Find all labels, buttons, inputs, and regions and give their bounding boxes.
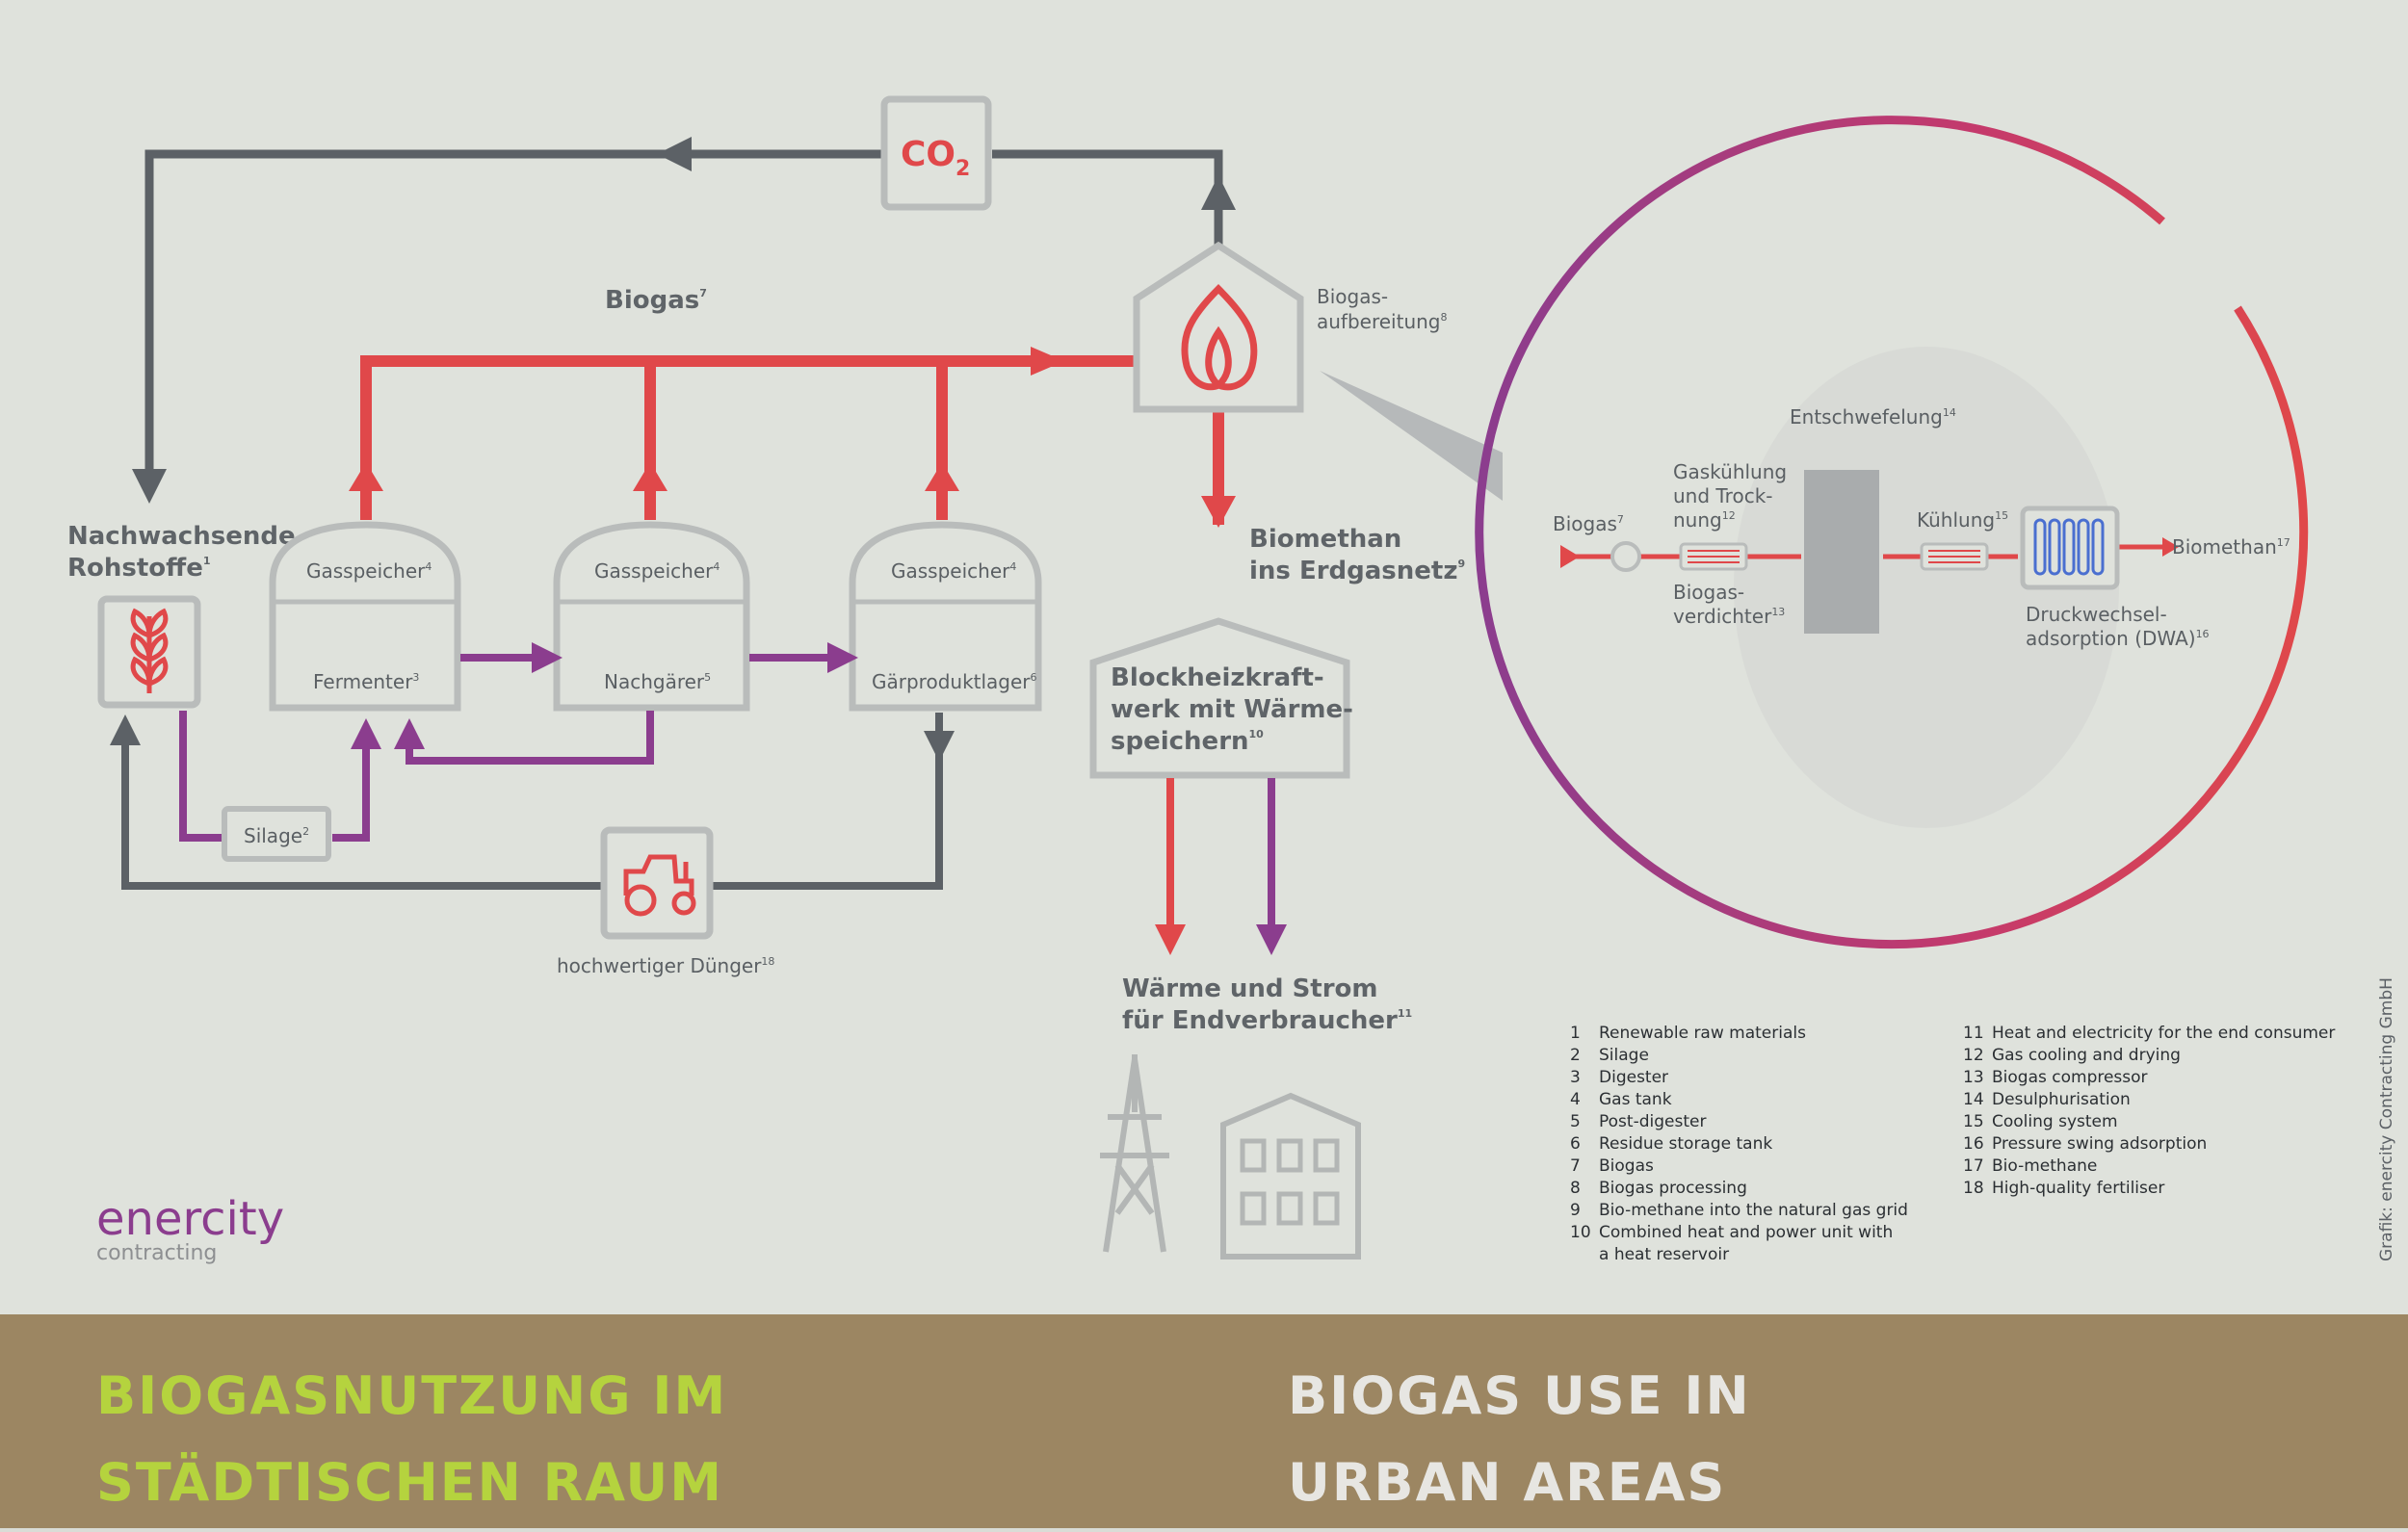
gasspeicher-1-label: Gasspeicher4 bbox=[306, 559, 432, 583]
detail-biogas-label: Biogas7 bbox=[1553, 512, 1624, 535]
gaerproduktlager-tank bbox=[849, 521, 1042, 712]
legend-number: 15 bbox=[1963, 1112, 1984, 1131]
legend-entry: Gas tank bbox=[1599, 1090, 1672, 1109]
legend-number: 9 bbox=[1570, 1201, 1581, 1220]
legend-left: 1 Renewable raw materials 2 Silage 3 Digester… bbox=[1570, 1024, 1908, 1264]
silage-label: Silage2 bbox=[244, 824, 309, 847]
tractor-icon bbox=[623, 854, 696, 917]
legend-entry: Biogas processing bbox=[1599, 1179, 1747, 1198]
psa-label: Druckwechsel-adsorption (DWA)16 bbox=[2026, 603, 2210, 650]
detail-ring bbox=[1475, 116, 2309, 949]
title-banner bbox=[0, 1314, 2408, 1528]
legend-number: 5 bbox=[1570, 1112, 1581, 1131]
legend-entry: Bio-methane into the natural gas grid bbox=[1599, 1201, 1908, 1220]
legend-number: 13 bbox=[1963, 1068, 1984, 1087]
legend-entry: Desulphurisation bbox=[1992, 1090, 2131, 1109]
gasspeicher-3-label: Gasspeicher4 bbox=[891, 559, 1016, 583]
zoom-wedge bbox=[1320, 371, 1503, 501]
heat-arrowhead bbox=[1155, 924, 1186, 955]
fertiliser-flow bbox=[110, 713, 955, 890]
biomethane-outlet-arrowhead bbox=[2162, 537, 2179, 557]
legend-number: 11 bbox=[1963, 1024, 1984, 1043]
legend-number: 14 bbox=[1963, 1090, 1984, 1109]
nachgaerer-label: Nachgärer5 bbox=[604, 670, 711, 693]
substrate-flow bbox=[179, 642, 858, 842]
building-icon bbox=[1220, 1092, 1361, 1259]
compressor-label: Biogas-verdichter13 bbox=[1673, 581, 1785, 628]
legend-entry: Gas cooling and drying bbox=[1992, 1046, 2181, 1065]
title-de-line2: STÄDTISCHEN RAUM bbox=[96, 1452, 723, 1513]
graphic-credit: Grafik: enercity Contracting GmbH bbox=[2377, 977, 2396, 1261]
co2-label: CO2 bbox=[901, 135, 970, 181]
legend-number: 4 bbox=[1570, 1090, 1581, 1109]
flame-icon bbox=[1181, 284, 1258, 391]
legend-number: 8 bbox=[1570, 1179, 1581, 1198]
title-en-line1: BIOGAS USE IN bbox=[1288, 1365, 1751, 1426]
brand-subline: contracting bbox=[96, 1241, 217, 1265]
legend-entry: Bio-methane bbox=[1992, 1156, 2097, 1176]
legend-entry: Digester bbox=[1599, 1068, 1668, 1087]
legend-number: 12 bbox=[1963, 1046, 1984, 1065]
legend-entry: Post-digester bbox=[1599, 1112, 1706, 1131]
legend-entry: a heat reservoir bbox=[1599, 1245, 1729, 1264]
fertiliser-label: hochwertiger Dünger18 bbox=[557, 954, 774, 977]
biogas-arrowheads bbox=[349, 347, 1236, 528]
bhkw-building bbox=[1089, 617, 1350, 779]
wheat-icon bbox=[130, 608, 169, 693]
nachgaerer-tank bbox=[553, 521, 750, 712]
gaerproduktlager-label: Gärproduktlager6 bbox=[872, 670, 1037, 693]
co2-loop bbox=[132, 137, 1236, 504]
legend-number: 7 bbox=[1570, 1156, 1581, 1176]
legend-number: 18 bbox=[1963, 1179, 1984, 1198]
desulphurisation-column bbox=[1804, 470, 1879, 634]
legend-number: 1 bbox=[1570, 1024, 1581, 1043]
legend-number: 16 bbox=[1963, 1134, 1984, 1154]
power-arrowhead bbox=[1256, 924, 1287, 955]
legend-entry: Pressure swing adsorption bbox=[1992, 1134, 2207, 1154]
title-en-line2: URBAN AREAS bbox=[1288, 1452, 1726, 1513]
compressor-icon bbox=[1610, 541, 1641, 572]
legend-entry: Biogas bbox=[1599, 1156, 1654, 1176]
legend-number: 6 bbox=[1570, 1134, 1581, 1154]
legend-entry: Combined heat and power unit with bbox=[1599, 1223, 1893, 1242]
fermenter-tank bbox=[269, 521, 461, 712]
cooling-label: Kühlung15 bbox=[1917, 508, 2008, 532]
legend-entry: Silage bbox=[1599, 1046, 1649, 1065]
biogas-inlet-arrowhead bbox=[1560, 545, 1580, 568]
detail-biomethane-label: Biomethan17 bbox=[2172, 535, 2290, 558]
legend-number: 17 bbox=[1963, 1156, 1984, 1176]
bhkw-label: Blockheizkraft-werk mit Wärme-speichern1… bbox=[1111, 663, 1353, 756]
legend-entry: Residue storage tank bbox=[1599, 1134, 1772, 1154]
silage-box bbox=[222, 806, 331, 862]
psa-columns bbox=[2033, 518, 2105, 576]
legend-number: 3 bbox=[1570, 1068, 1581, 1087]
title-de-line1: BIOGASNUTZUNG IM bbox=[96, 1365, 727, 1426]
brand-logo: enercity bbox=[96, 1192, 284, 1246]
gasspeicher-2-label: Gasspeicher4 bbox=[594, 559, 720, 583]
legend-entry: High-quality fertiliser bbox=[1992, 1179, 2164, 1198]
co2-box bbox=[880, 95, 992, 211]
cooling-coil bbox=[1928, 550, 1980, 563]
legend-entry: Renewable raw materials bbox=[1599, 1024, 1806, 1043]
power-pylon-icon bbox=[1100, 1054, 1169, 1253]
legend-entry: Heat and electricity for the end consume… bbox=[1992, 1024, 2335, 1043]
legend-entry: Cooling system bbox=[1992, 1112, 2118, 1131]
biogas-label: Biogas7 bbox=[605, 286, 707, 315]
fermenter-label: Fermenter3 bbox=[313, 670, 419, 693]
legend-number: 10 bbox=[1570, 1223, 1591, 1242]
legend-number: 2 bbox=[1570, 1046, 1581, 1065]
legend-right: 11 Heat and electricity for the end consu… bbox=[1963, 1024, 2335, 1198]
detail-shadow bbox=[1734, 347, 2119, 828]
desulphurisation-label: Entschwefelung14 bbox=[1790, 405, 1956, 428]
biogas-processing-label: Biogas-aufbereitung8 bbox=[1317, 285, 1448, 333]
legend-entry: Biogas compressor bbox=[1992, 1068, 2148, 1087]
gas-cooler-coil bbox=[1688, 550, 1740, 563]
